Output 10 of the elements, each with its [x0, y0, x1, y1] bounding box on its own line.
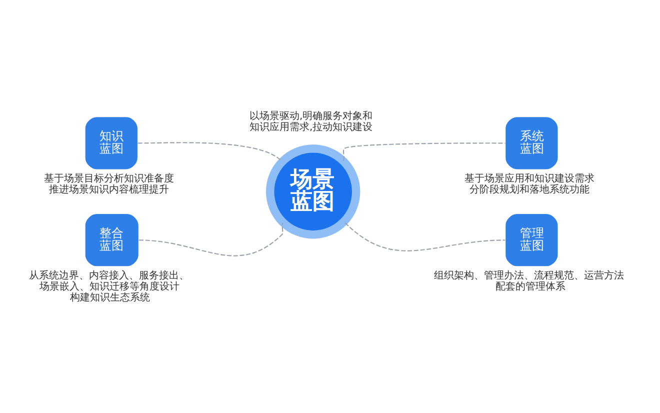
- node-label: 组织架构、管理办法、流程规范、运营方法配套的管理体系: [434, 270, 624, 292]
- connector: [344, 222, 506, 252]
- connector: [138, 142, 282, 161]
- node-label: 基于场景目标分析知识准备度推进场景知识内容梳理提升: [44, 173, 174, 196]
- node-label: 从系统边界、内容接入、服务接出、场景嵌入、知识迁移等角度设计构建知识生态系统: [29, 270, 190, 304]
- node-circle: 场景蓝图: [266, 144, 360, 239]
- connector: [342, 142, 506, 161]
- connector: [138, 222, 284, 256]
- node-label: 以场景驱动,明确服务对象和知识应用需求,拉动知识建设: [250, 111, 373, 134]
- node-label: 基于场景应用和知识建设需求分阶段规划和落地系统功能: [464, 173, 594, 196]
